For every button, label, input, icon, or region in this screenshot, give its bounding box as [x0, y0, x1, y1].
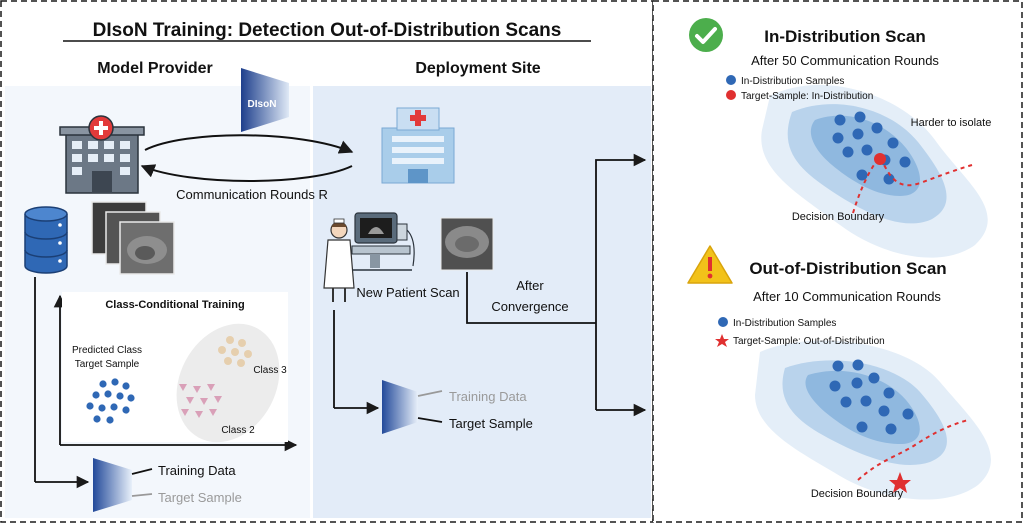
- in-dist-subtitle: After 50 Communication Rounds: [751, 53, 939, 68]
- ood-decision-boundary: [857, 419, 969, 481]
- deployment-site-label: Deployment Site: [415, 60, 540, 77]
- predicted-class-label-line1: Predicted Class: [72, 345, 142, 356]
- nurse-icon: [323, 218, 355, 302]
- in-dist-title: In-Distribution Scan: [764, 27, 926, 46]
- model-provider-label: Model Provider: [97, 60, 213, 77]
- ultrasound-machine-icon: [351, 212, 415, 271]
- after-convergence-line2: Convergence: [491, 299, 568, 314]
- provider-training-label: Training Data: [158, 463, 236, 478]
- provider-model-icon: [93, 458, 132, 512]
- ultrasound-scan-icon: [440, 217, 494, 271]
- in-dist-legend-target: Target-Sample: In-Distribution: [741, 91, 873, 102]
- to-in-dist-arrow: [595, 153, 647, 410]
- ood-legend-target: Target-Sample: Out-of-Distribution: [733, 336, 885, 347]
- check-icon: [689, 18, 723, 52]
- scan-stack-icon: [91, 201, 175, 275]
- ood-target-sample: [889, 472, 911, 493]
- provider-target-line: [131, 493, 153, 497]
- predicted-class-cluster: [86, 378, 135, 424]
- convergence-line: [466, 272, 596, 324]
- class3-label: Class 3: [253, 365, 287, 376]
- class2-cluster: [179, 384, 222, 418]
- deployment-site-region: [313, 86, 651, 518]
- warning-icon: [687, 245, 733, 284]
- provider-target-label: Target Sample: [158, 490, 242, 505]
- site-target-line: [417, 417, 443, 423]
- deployment-hospital-icon: [381, 107, 455, 184]
- predicted-class-label-line2: Target Sample: [75, 359, 140, 370]
- site-training-label: Training Data: [449, 389, 527, 404]
- class2-label: Class 2: [221, 425, 255, 436]
- ood-boundary-label: Decision Boundary: [811, 488, 904, 500]
- hospital-icon: [59, 115, 145, 194]
- provider-training-line: [131, 468, 153, 475]
- class-conditional-title: Class-Conditional Training: [105, 299, 244, 311]
- dison-label: DIsoN: [248, 99, 277, 110]
- in-dist-decision-boundary: [852, 155, 973, 214]
- harder-to-isolate-label: Harder to isolate: [911, 117, 992, 129]
- dison-model-icon: DIsoN: [241, 68, 289, 132]
- communication-rounds-label: Communication Rounds R: [176, 187, 328, 202]
- class3-cluster: [218, 336, 252, 367]
- site-target-label: Target Sample: [449, 416, 533, 431]
- site-model-icon: [382, 380, 418, 434]
- in-dist-legend-sample-marker: [726, 75, 736, 85]
- ood-subtitle: After 10 Communication Rounds: [753, 289, 941, 304]
- page-title: DIsoN Training: Detection Out-of-Distrib…: [93, 20, 562, 41]
- in-dist-legend-target-marker: [726, 90, 736, 100]
- site-training-line: [417, 390, 443, 397]
- new-patient-scan-label: New Patient Scan: [356, 285, 459, 300]
- communication-loop: [140, 134, 354, 182]
- ood-samples: [829, 359, 914, 435]
- database-icon: [24, 206, 68, 274]
- ood-legend-target-marker: [715, 334, 729, 347]
- in-dist-legend-samples: In-Distribution Samples: [741, 76, 844, 87]
- ood-legend-samples: In-Distribution Samples: [733, 318, 836, 329]
- ood-legend-sample-marker: [718, 317, 728, 327]
- class-cluster-ellipse: [176, 323, 280, 443]
- ood-title: Out-of-Distribution Scan: [749, 259, 946, 278]
- after-convergence-line1: After: [516, 278, 544, 293]
- in-dist-boundary-label: Decision Boundary: [792, 211, 885, 223]
